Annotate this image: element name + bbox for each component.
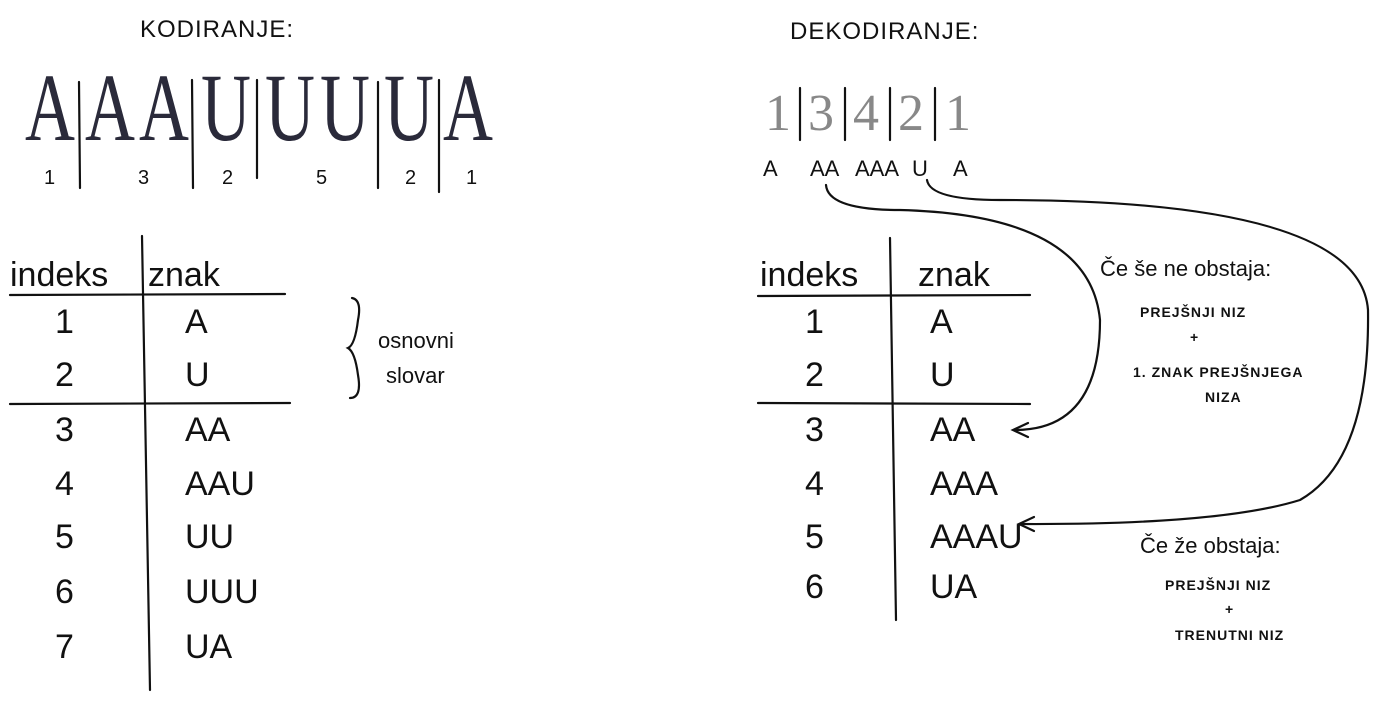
row-index: 6 [805, 568, 824, 606]
note-title: Če še ne obstaja: [1100, 256, 1272, 281]
code: 1 [44, 167, 56, 189]
decoded: AAA [855, 156, 900, 181]
decoded: A [763, 156, 778, 181]
row-index: 4 [805, 465, 824, 503]
input-letter: U [201, 54, 251, 161]
row-symbol: AA [185, 411, 231, 449]
row-symbol: AAA [930, 465, 999, 503]
code: 3 [138, 167, 150, 189]
header-symbol: znak [918, 256, 990, 294]
code: 2 [222, 167, 234, 189]
row-index: 4 [55, 465, 74, 503]
input-letter: U [265, 54, 315, 161]
decoded: A [953, 156, 968, 181]
row-symbol: UA [185, 628, 233, 666]
row-index: 1 [805, 303, 824, 341]
code: 2 [405, 167, 417, 189]
note-line: PREJŠNJI NIZ [1165, 577, 1272, 593]
row-symbol: AAAU [930, 518, 1023, 556]
curly-brace [345, 296, 361, 400]
input-letter: A [139, 54, 189, 161]
input-letter: U [320, 54, 370, 161]
row-symbol: UUU [185, 573, 259, 611]
note-line: 1. ZNAK PREJŠNJEGA [1133, 364, 1304, 380]
row-symbol: A [930, 303, 953, 341]
code: 5 [316, 167, 328, 189]
row-index: 3 [805, 411, 824, 449]
decoded: AA [810, 156, 840, 181]
row-index: 7 [55, 628, 74, 666]
note-title: Če že obstaja: [1140, 533, 1281, 558]
decoded: U [912, 156, 928, 181]
row-symbol: A [185, 303, 208, 341]
note-line: PREJŠNJI NIZ [1140, 304, 1247, 320]
arrow-head-1 [1010, 421, 1030, 439]
row-index: 3 [55, 411, 74, 449]
arrow-head-2 [1016, 515, 1036, 533]
input-letter: A [85, 54, 135, 161]
row-index: 2 [805, 356, 824, 394]
decoding-table-lines [756, 236, 1032, 622]
decoding-title: DEKODIRANJE: [790, 18, 980, 45]
code: 4 [853, 85, 879, 142]
row-symbol: U [930, 356, 955, 394]
row-symbol: U [185, 356, 210, 394]
row-symbol: AAU [185, 465, 255, 503]
row-symbol: UU [185, 518, 235, 556]
encoding-table-lines [8, 234, 292, 692]
input-letter: A [443, 54, 493, 161]
row-index: 1 [55, 303, 74, 341]
code: 2 [898, 85, 924, 142]
row-symbol: UA [930, 568, 978, 606]
decoding-separators [798, 86, 937, 142]
input-letter: A [25, 54, 75, 161]
code: 1 [466, 167, 478, 189]
header-symbol: znak [148, 256, 220, 294]
header-index: indeks [10, 256, 109, 294]
row-index: 5 [805, 518, 824, 556]
note-plus: + [1225, 601, 1235, 617]
brace-label: osnovni [378, 328, 454, 353]
code: 1 [945, 85, 971, 142]
note-line: TRENUTNI NIZ [1175, 627, 1285, 643]
row-symbol: AA [930, 411, 976, 449]
brace-label: slovar [386, 363, 445, 388]
header-index: indeks [760, 256, 859, 294]
row-index: 6 [55, 573, 74, 611]
arrow-existing-entry [925, 178, 1370, 526]
input-letter: U [384, 54, 434, 161]
code: 1 [765, 85, 791, 142]
encoding-title: KODIRANJE: [140, 16, 295, 43]
code: 3 [808, 85, 834, 142]
row-index: 2 [55, 356, 74, 394]
note-plus: + [1190, 329, 1200, 345]
arrow-new-entry [824, 183, 1102, 432]
encoding-separators [77, 78, 441, 194]
note-line: NIZA [1205, 389, 1242, 405]
row-index: 5 [55, 518, 74, 556]
